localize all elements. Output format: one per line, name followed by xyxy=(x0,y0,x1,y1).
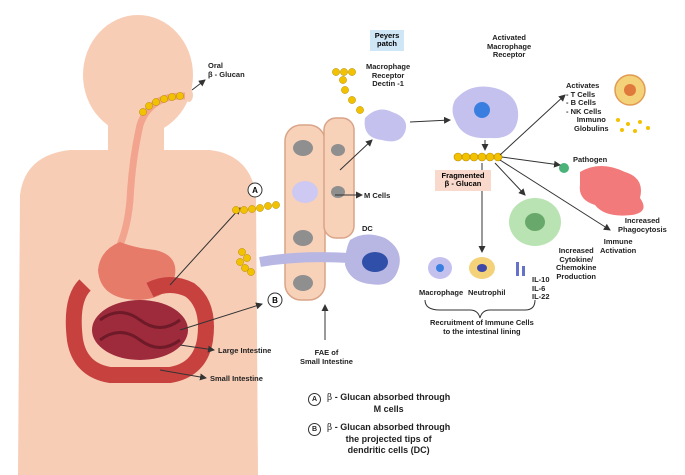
beta-glucan-chains xyxy=(139,68,364,276)
glucan-bead-2-3 xyxy=(256,204,264,212)
increased-phagocytosis-label: Increased Phagocytosis xyxy=(618,216,667,234)
macrophage-label: Macrophage xyxy=(419,288,464,297)
legend-beta-a: β xyxy=(327,393,333,403)
glucan-bead-3-1 xyxy=(243,254,251,262)
glucan-bead-0-1 xyxy=(168,93,176,101)
pathogen-phagocyte xyxy=(579,166,644,216)
legend-beta-b: β xyxy=(327,423,333,433)
intestinal-villi xyxy=(284,117,355,301)
glucan-bead-0-2 xyxy=(160,95,168,103)
svg-text:B: B xyxy=(272,296,278,305)
legend-row-a: A β - Glucan absorbed through M cells xyxy=(308,392,450,415)
oral-beta-glucan-label: Oral β - Glucan xyxy=(208,61,245,79)
legend-desc-b: - Glucan absorbed through the projected … xyxy=(334,422,451,455)
legend-text-a: β - Glucan absorbed through M cells xyxy=(327,392,450,415)
svg-text:A: A xyxy=(252,186,258,195)
glucan-bead-1-0 xyxy=(332,68,340,76)
immune-activation-label: Immune Activation xyxy=(600,237,637,255)
activates-cells-label: Activates - T Cells - B Cells - NK Cells xyxy=(566,81,602,116)
neutrophil-label: Neutrophil xyxy=(468,288,506,297)
glucan-bead-1-5 xyxy=(348,96,356,104)
glucan-bead-1-1 xyxy=(340,68,348,76)
fae-label: FAE of Small Intestine xyxy=(300,348,353,366)
interleukin-icons xyxy=(516,262,525,276)
pathogen-icon xyxy=(559,163,569,173)
glucan-bead-0-5 xyxy=(139,108,147,116)
activated-macrophage-cell xyxy=(452,86,519,139)
cytokine-cell xyxy=(509,198,561,246)
glucan-bead-3-3 xyxy=(241,264,249,272)
human-body-silhouette xyxy=(18,15,258,475)
macrophage-cell xyxy=(364,109,407,142)
glucan-bead-2-1 xyxy=(240,206,248,214)
macrophage-receptor-label: Macrophage Receptor Dectin -1 xyxy=(366,62,411,89)
glucan-bead-0-3 xyxy=(152,98,160,106)
glucan-bead-2-5 xyxy=(272,201,280,209)
small-intestine-label: Small Intestine xyxy=(210,374,263,383)
glucan-bead-3-4 xyxy=(247,268,255,276)
small-intestine-organ xyxy=(92,300,188,360)
activated-receptor-label: Activated Macrophage Receptor xyxy=(487,33,532,60)
recruitment-label: Recruitment of Immune Cells to the intes… xyxy=(430,318,534,336)
marker-b-circle: B xyxy=(267,292,283,308)
glucan-bead-0-4 xyxy=(145,102,153,110)
glucan-bead-3-0 xyxy=(238,248,246,256)
glucan-bead-1-2 xyxy=(348,68,356,76)
glucan-bead-3-2 xyxy=(236,258,244,266)
recruited-macrophage xyxy=(428,257,452,279)
recruitment-brace xyxy=(424,299,536,319)
legend-desc-a: - Glucan absorbed through M cells xyxy=(334,392,451,414)
legend-marker-a: A xyxy=(308,393,321,406)
pathogen-label: Pathogen xyxy=(573,155,608,164)
glucan-bead-2-2 xyxy=(248,205,256,213)
glucan-bead-1-4 xyxy=(341,86,349,94)
marker-a-circle: A xyxy=(247,182,263,198)
recruited-neutrophil xyxy=(469,257,495,279)
glucan-bead-1-3 xyxy=(339,76,347,84)
legend-marker-b: B xyxy=(308,423,321,436)
glucan-bead-0-0 xyxy=(176,92,184,100)
dc-label: DC xyxy=(362,224,373,233)
legend-row-b: B β - Glucan absorbed through the projec… xyxy=(308,422,450,455)
cytokine-production-label: Increased Cytokine/ Chemokine Production xyxy=(556,246,597,281)
peyers-patch-box: Peyers patch xyxy=(370,30,404,51)
lymphocyte-cell xyxy=(614,74,646,106)
large-intestine-organ xyxy=(65,277,214,383)
fragmented-glucan-box: Fragmented β - Glucan xyxy=(435,170,491,191)
glucan-bead-2-0 xyxy=(232,206,240,214)
legend-text-b: β - Glucan absorbed through the projecte… xyxy=(327,422,450,455)
immuno-globulins-label: Immuno Globulins xyxy=(574,115,609,133)
glucan-bead-1-6 xyxy=(356,106,364,114)
m-cells-label: M Cells xyxy=(364,191,391,200)
large-intestine-label: Large Intestine xyxy=(218,346,272,355)
glucan-bead-2-4 xyxy=(264,202,272,210)
flow-arrows xyxy=(159,79,611,381)
immunoglobulin-dots xyxy=(616,118,650,133)
fragmented-glucan xyxy=(453,152,503,162)
interleukins-label: IL-10 IL-6 IL-22 xyxy=(532,275,550,302)
dendritic-cell xyxy=(259,234,400,285)
